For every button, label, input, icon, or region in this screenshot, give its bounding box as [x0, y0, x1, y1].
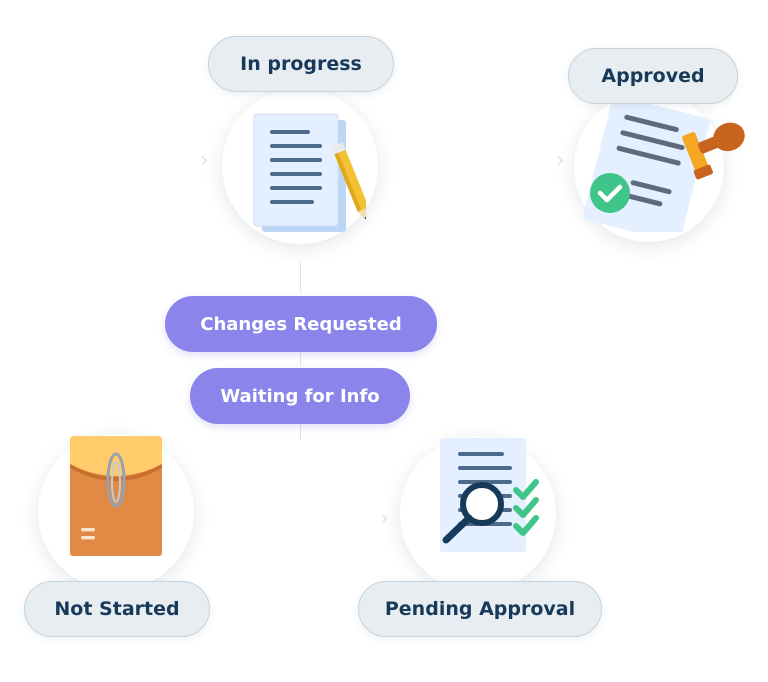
envelope-folder-icon [70, 436, 162, 556]
connector-line-bottom [300, 424, 301, 440]
document-pencil-icon [253, 113, 366, 232]
waiting-for-info-label: Waiting for Info [190, 368, 410, 424]
changes-requested-label: Changes Requested [165, 296, 437, 352]
in-progress-label: In progress [208, 36, 394, 92]
pending-approval-label: Pending Approval [358, 581, 602, 637]
connector-line-top [300, 262, 301, 292]
connector-line-middle [300, 352, 301, 366]
not-started-label: Not Started [24, 581, 210, 637]
document-search-icon [440, 438, 539, 552]
chevron-right-icon: › [556, 148, 565, 173]
stamped-document-icon [583, 95, 745, 232]
chevron-right-icon: › [380, 506, 389, 531]
approved-label: Approved [568, 48, 738, 104]
chevron-right-icon: › [200, 148, 209, 173]
